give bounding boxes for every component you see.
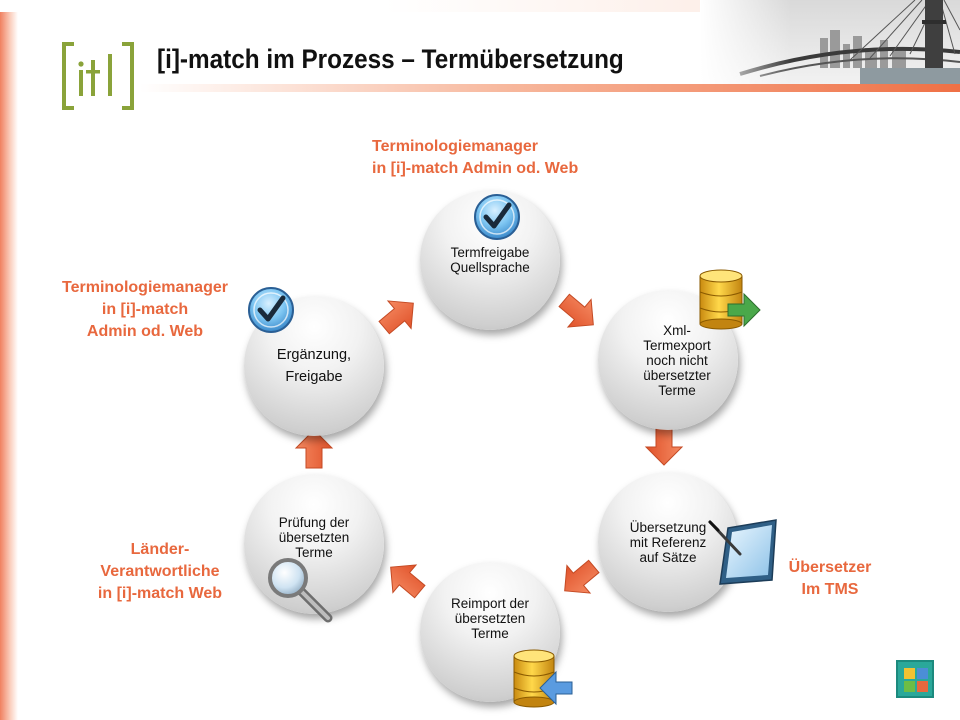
arrow-bottomright-to-bottom	[564, 559, 600, 594]
node-label: Prüfung der übersetzten Terme	[278, 514, 350, 560]
arrow-left-to-top	[378, 300, 414, 335]
role-text: Terminologiemanager in [i]-match Admin o…	[62, 279, 228, 340]
node-xml-export: Xml- Termexport noch nicht übersetzter T…	[598, 290, 738, 430]
arrow-right-down	[644, 426, 684, 466]
itl-logo	[60, 42, 136, 112]
role-label-right: Übersetzer Im TMS	[770, 557, 890, 601]
node-label: Ergänzung, Freigabe	[276, 347, 352, 385]
node-label: Übersetzung mit Referenz auf Sätze	[629, 519, 707, 565]
role-label-left: Terminologiemanager in [i]-match Admin o…	[50, 277, 240, 343]
node-label: Reimport der übersetzten Terme	[450, 595, 530, 641]
bridge-header-image	[700, 0, 960, 92]
title-accent-bar	[140, 84, 960, 92]
database-import-icon	[513, 649, 573, 708]
slide-title: [i]-match im Prozess – Termübersetzung	[157, 44, 624, 74]
role-text: Übersetzer Im TMS	[788, 559, 872, 598]
node-label: Xml- Termexport noch nicht übersetzter T…	[643, 322, 711, 398]
checkmark-icon	[474, 194, 520, 240]
arrow-bottomleft-up	[294, 429, 334, 469]
role-label-top: Terminologiemanager in [i]-match Admin o…	[372, 136, 578, 180]
tablet-pen-icon	[708, 519, 777, 585]
node-uebersetzung: Übersetzung mit Referenz auf Sätze	[598, 472, 738, 612]
node-pruefung: Prüfung der übersetzten Terme	[244, 474, 384, 614]
left-gradient-strip	[0, 0, 18, 720]
arrow-top-to-right	[558, 293, 594, 328]
role-text: Länder- Verantwortliche in [i]-match Web	[97, 541, 223, 602]
corner-logo-icon	[896, 660, 934, 698]
node-label: Termfreigabe Quellsprache	[450, 245, 530, 275]
checkmark-icon	[248, 287, 294, 333]
arrow-bottom-to-bottomleft	[390, 564, 426, 599]
magnifier-icon	[268, 558, 333, 623]
role-label-bottom-left: Länder- Verantwortliche in [i]-match Web	[80, 539, 240, 605]
database-export-icon	[699, 269, 761, 330]
role-text: Terminologiemanager in [i]-match Admin o…	[372, 138, 579, 177]
